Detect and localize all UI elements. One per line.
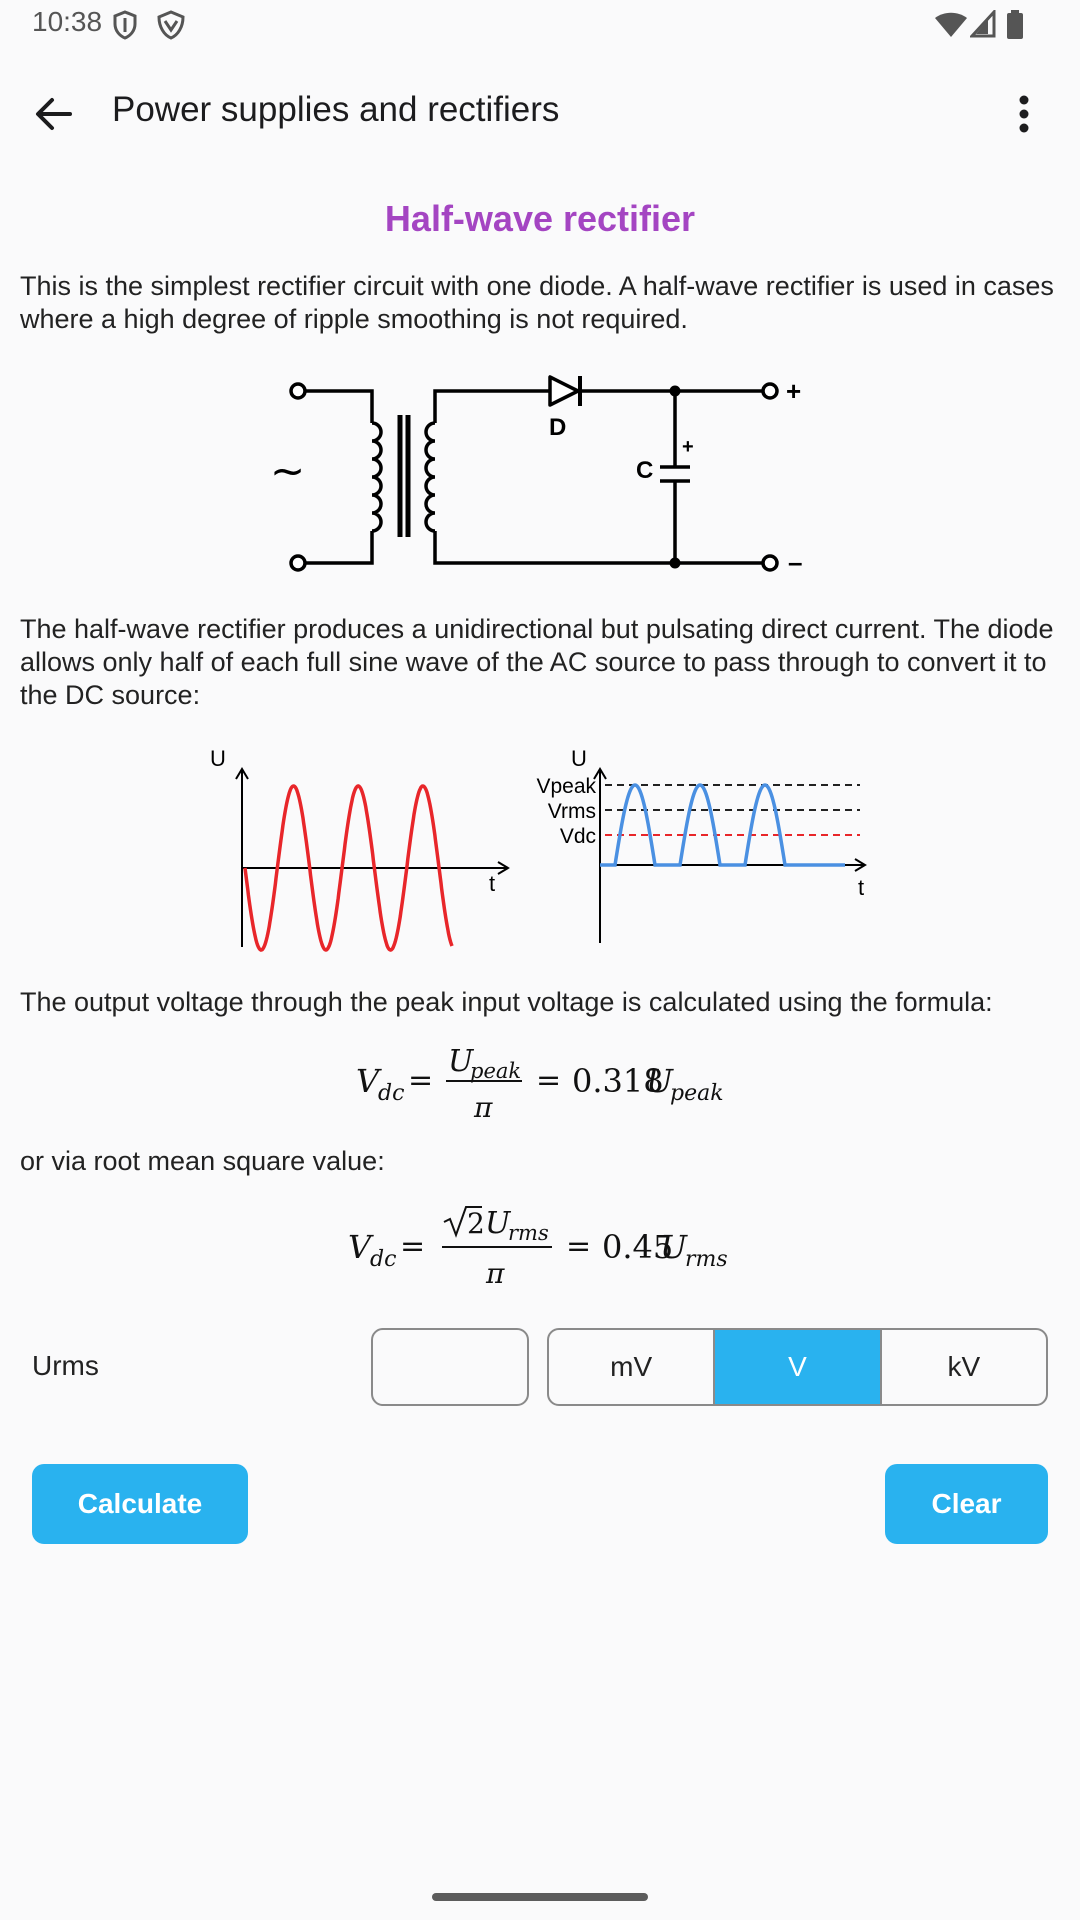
half-wave-rectifier-circuit-diagram: ~ D C + + – bbox=[270, 375, 802, 577]
overflow-menu-button[interactable] bbox=[1000, 84, 1050, 144]
capacitor-label: C bbox=[636, 457, 653, 484]
ac-source-label: ~ bbox=[270, 446, 305, 495]
formula2-eq2: = bbox=[566, 1229, 591, 1264]
arrow-back-icon bbox=[36, 98, 72, 130]
unit-option-v[interactable]: V bbox=[715, 1330, 882, 1404]
output-minus-label: – bbox=[788, 547, 802, 577]
left-graph-x-label: t bbox=[489, 871, 495, 896]
capacitor-plus-label: + bbox=[682, 436, 694, 458]
formula2-numerator: U bbox=[485, 1206, 512, 1241]
page-title: Half-wave rectifier bbox=[384, 198, 696, 239]
formula1-eq: = bbox=[408, 1063, 433, 1098]
app-bar-title: Power supplies and rectifiers bbox=[112, 90, 560, 129]
left-graph-y-label: U bbox=[210, 746, 226, 771]
formula2-lhs: V bbox=[348, 1228, 374, 1266]
gesture-home-bar[interactable] bbox=[432, 1893, 648, 1901]
formula1-lhs: V bbox=[356, 1062, 382, 1100]
right-graph-y-label: U bbox=[571, 746, 587, 771]
status-time: 10:38 bbox=[32, 6, 103, 37]
battery-icon bbox=[1007, 10, 1023, 39]
calculate-button[interactable]: Calculate bbox=[32, 1464, 248, 1544]
more-vert-icon bbox=[1019, 95, 1029, 133]
rectified-wave bbox=[600, 783, 845, 867]
right-graph-x-label: t bbox=[858, 875, 864, 900]
clear-button[interactable]: Clear bbox=[885, 1464, 1048, 1544]
formula2-rhs-sub: rms bbox=[685, 1247, 728, 1272]
formula2-sqrt-arg: 2 bbox=[467, 1207, 485, 1240]
vrms-label: Vrms bbox=[548, 800, 596, 823]
urms-label: Urms bbox=[32, 1350, 99, 1381]
unit-option-kv[interactable]: kV bbox=[947, 1351, 981, 1382]
formula1-rhs: U bbox=[646, 1062, 674, 1100]
formula-peak: V dc = U peak π = 0.318 U peak bbox=[356, 1044, 724, 1124]
unit-selector: mV V kV bbox=[547, 1328, 1048, 1406]
shield-icon bbox=[113, 10, 137, 40]
ac-sine-wave bbox=[243, 784, 454, 952]
formula2-rhs: U bbox=[660, 1228, 688, 1266]
intro-paragraph: This is the simplest rectifier circuit w… bbox=[20, 271, 1054, 334]
status-bar: 10:38 bbox=[0, 0, 1080, 50]
formula2-coefficient: 0.45 bbox=[602, 1228, 673, 1266]
formula1-numerator: U bbox=[448, 1044, 475, 1079]
formula1-denominator: π bbox=[473, 1091, 493, 1124]
formula2-eq: = bbox=[400, 1229, 425, 1264]
formula1-coefficient: 0.318 bbox=[572, 1062, 664, 1100]
waveform-graphs: U t U t Vpeak Vrms Vdc bbox=[210, 746, 867, 952]
formula-intro2-paragraph: or via root mean square value: bbox=[20, 1146, 385, 1176]
vpn-shield-icon bbox=[157, 10, 185, 40]
description-paragraph: The half-wave rectifier produces a unidi… bbox=[20, 614, 1054, 710]
formula2-denominator: π bbox=[485, 1257, 505, 1290]
formula1-eq2: = bbox=[536, 1063, 561, 1098]
app-bar: Power supplies and rectifiers bbox=[0, 62, 1080, 162]
formula1-lhs-sub: dc bbox=[378, 1081, 404, 1106]
formula1-rhs-sub: peak bbox=[670, 1081, 724, 1106]
formula2-lhs-sub: dc bbox=[370, 1247, 396, 1272]
urms-input[interactable] bbox=[371, 1328, 529, 1406]
wifi-icon bbox=[935, 12, 967, 37]
signal-icon bbox=[970, 10, 996, 38]
back-button[interactable] bbox=[26, 84, 86, 144]
formula-rms: V dc = 2 U rms π = 0.45 U rms bbox=[348, 1206, 728, 1290]
formula-intro-paragraph: The output voltage through the peak inpu… bbox=[20, 987, 993, 1017]
vpeak-label: Vpeak bbox=[536, 775, 596, 798]
output-plus-label: + bbox=[786, 376, 801, 406]
formula1-numerator-sub: peak bbox=[470, 1059, 521, 1083]
diode-label: D bbox=[549, 414, 566, 441]
unit-option-mv[interactable]: mV bbox=[549, 1330, 716, 1404]
formula2-numerator-sub: rms bbox=[508, 1221, 549, 1245]
vdc-label: Vdc bbox=[560, 825, 596, 848]
